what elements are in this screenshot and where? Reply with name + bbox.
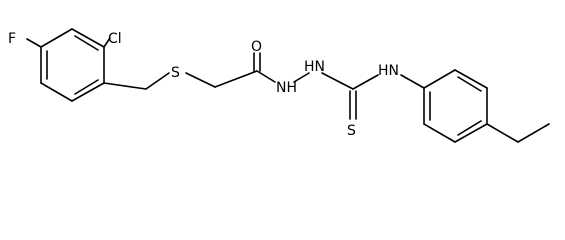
ring2-inner-bond-2 <box>457 120 482 136</box>
ring1-inner-bond-2 <box>74 35 99 51</box>
ring2-bond-2 <box>454 69 488 89</box>
ring1-bond-1 <box>40 28 73 48</box>
chemical-structure: F Cl S O NH HN HN S <box>8 28 550 143</box>
ring2-bond-5 <box>423 123 456 143</box>
nh-atom-label: NH <box>276 80 297 96</box>
ring2-bond-4 <box>454 123 488 143</box>
chloro-bond <box>103 37 111 48</box>
s-ch2-bond <box>185 72 216 88</box>
hn-atom-label-1: HN <box>304 59 325 75</box>
nh-hn-bond <box>293 72 310 83</box>
ethyl-bond-2 <box>517 123 550 143</box>
benzyl-bond <box>103 82 147 90</box>
thione-sulfur-label: S <box>347 123 356 139</box>
ch2-s-bond <box>145 72 170 90</box>
hn-aryl-bond <box>400 74 425 89</box>
ring1-bond-2 <box>71 28 105 48</box>
carbonyl-nh-bond <box>256 70 276 83</box>
ring1-bond-4 <box>71 82 105 102</box>
thioether-sulfur-label: S <box>171 65 180 81</box>
ethyl-bond-1 <box>486 123 519 143</box>
thiocarbonyl-hn-bond <box>352 74 379 90</box>
oxygen-atom-label: O <box>251 39 262 55</box>
hn-atom-label-2: HN <box>378 63 399 79</box>
hn-thiocarbonyl-bond <box>321 72 354 90</box>
fluorine-atom-label: F <box>8 31 16 47</box>
ring2-bond-1 <box>423 69 456 89</box>
atom-labels: F Cl S O NH HN HN S <box>8 31 399 139</box>
ring2-inner-bond-1 <box>457 76 482 92</box>
chlorine-atom-label: Cl <box>108 31 122 47</box>
ring1-bond-5 <box>40 82 73 102</box>
fluoro-bond <box>26 38 42 48</box>
ring1-inner-bond-3 <box>74 79 99 95</box>
bond-lines <box>26 28 550 143</box>
ch2-carbonyl-bond <box>214 70 258 88</box>
